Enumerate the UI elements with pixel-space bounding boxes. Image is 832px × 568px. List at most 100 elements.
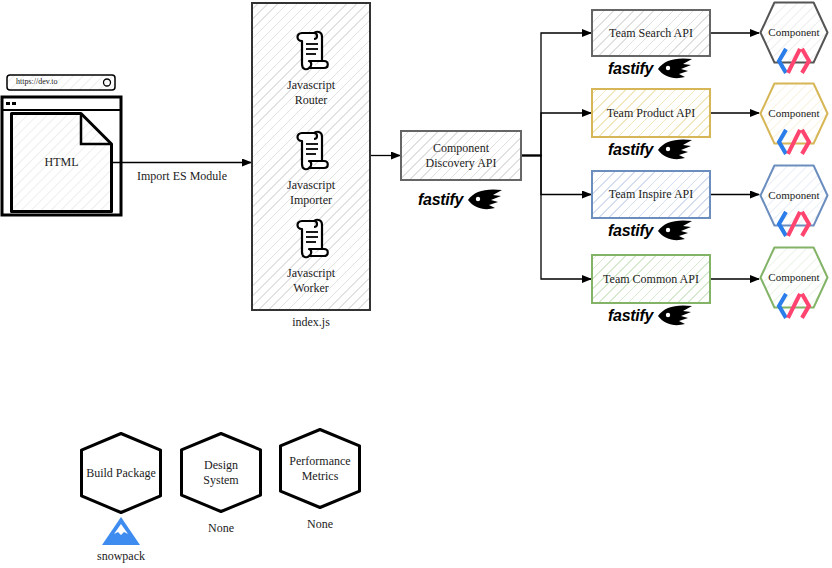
node-text-area: Component <box>759 82 829 145</box>
node-label: Component <box>768 106 819 121</box>
connector <box>522 113 591 156</box>
outline <box>761 248 828 308</box>
script-module: Javascript Worker <box>272 216 350 298</box>
polymer-right <box>802 212 809 236</box>
polymer-right <box>802 130 809 154</box>
node-text-area: Design System <box>180 432 262 513</box>
logo-wordmark: fastify <box>608 223 653 238</box>
scroll-line <box>306 153 316 155</box>
scroll-icon <box>293 30 329 72</box>
polymer-logo <box>779 294 809 318</box>
scroll-icon <box>293 130 329 172</box>
connector <box>711 194 759 195</box>
script-module: Javascript Importer <box>272 128 350 210</box>
node-label: Team Inspire API <box>609 187 693 202</box>
polymer-mid <box>788 130 800 154</box>
fastify-head <box>658 58 692 78</box>
node-label: Component Discovery API <box>408 141 514 171</box>
tool-cube: Build Packagesnowpack <box>80 432 162 514</box>
fastify-logo: fastify <box>608 137 694 161</box>
connector <box>522 156 591 195</box>
tool-cube: Design SystemNone <box>180 432 262 513</box>
fastify-glyph <box>466 187 504 211</box>
connector <box>113 162 251 163</box>
logo-wordmark: snowpack <box>97 549 145 564</box>
polymer-logo <box>779 130 809 154</box>
node-label: HTML <box>45 155 79 170</box>
snowpack-icon <box>101 516 141 546</box>
scroll-line <box>306 231 318 233</box>
tool-cube: Performance MetricsNone <box>279 428 361 509</box>
node-text-area: Component Discovery API <box>402 132 520 179</box>
logo-wordmark: fastify <box>608 308 653 323</box>
node-label: Javascript Worker <box>274 266 348 296</box>
scroll-line <box>306 48 318 50</box>
node-label: Component <box>768 25 819 40</box>
node-text-area: Team Search API <box>593 11 709 55</box>
polymer-mid <box>788 294 800 318</box>
polymer-left <box>779 130 786 154</box>
logo-wordmark: fastify <box>608 142 653 157</box>
node-caption: index.js <box>292 315 330 329</box>
fastify-eye <box>666 228 670 232</box>
tab-bar <box>2 109 121 111</box>
reload-icon <box>104 79 111 86</box>
web-component: Component <box>759 164 829 227</box>
tab-dot <box>6 102 10 105</box>
outline <box>761 84 828 144</box>
web-component: Component <box>759 246 829 309</box>
node-label: Javascript Router <box>274 78 348 108</box>
scroll-line <box>306 53 316 55</box>
fastify-eye <box>666 313 670 317</box>
node-text-area: HTML <box>10 112 113 213</box>
caption-below: None <box>259 514 381 532</box>
polymer-right <box>802 294 809 318</box>
polymer-left <box>779 294 786 318</box>
caption-below: index.js <box>233 312 389 330</box>
fastify-logo: fastify <box>608 56 694 80</box>
outline <box>82 434 161 513</box>
snowpack-logo: snowpack <box>60 516 182 564</box>
polymer-right <box>802 49 809 73</box>
connector <box>522 33 591 156</box>
outline <box>12 114 112 212</box>
node-label: Design System <box>186 458 256 488</box>
folded-corner <box>81 114 112 145</box>
scroll-outline <box>298 32 328 69</box>
node-text-area: Team Common API <box>593 256 709 302</box>
node-label: Team Product API <box>607 106 695 121</box>
team-api: Team Search APIfastify <box>591 9 711 57</box>
browser-frame <box>2 97 121 215</box>
node-text-area: Component <box>759 164 829 227</box>
web-component: Component <box>759 1 829 64</box>
node-text-area: Team Inspire API <box>593 172 709 217</box>
caption-below: None <box>160 518 282 536</box>
scroll-outline <box>298 220 328 257</box>
logo-wordmark: fastify <box>418 192 463 207</box>
node-label: Component <box>768 270 819 285</box>
scroll-line <box>306 143 318 145</box>
mountain <box>102 517 140 545</box>
scroll-line <box>306 236 318 238</box>
polymer-logo <box>779 49 809 73</box>
url-text: https://dev.to <box>16 76 57 88</box>
discovery-api: Component Discovery APIfastify <box>400 130 522 181</box>
logo-wordmark: fastify <box>608 61 653 76</box>
node-text-area: Javascript Importer <box>272 128 350 210</box>
node-text-area: Component <box>759 1 829 64</box>
node-label: Component <box>768 188 819 203</box>
outline <box>182 434 261 512</box>
team-api: Team Product APIfastify <box>591 88 711 138</box>
node-text-area: Build Package <box>80 432 162 514</box>
polymer-left <box>779 212 786 236</box>
fastify-head <box>658 139 692 159</box>
scroll-icon <box>293 218 329 260</box>
outline <box>281 430 360 508</box>
node-label: Javascript Importer <box>274 178 348 208</box>
node-caption: None <box>208 521 234 535</box>
web-component: Component <box>759 82 829 145</box>
fastify-logo: fastify <box>608 218 694 242</box>
fastify-glyph <box>656 56 694 80</box>
node-label: Build Package <box>86 466 156 481</box>
node-text-area: Component <box>759 246 829 309</box>
